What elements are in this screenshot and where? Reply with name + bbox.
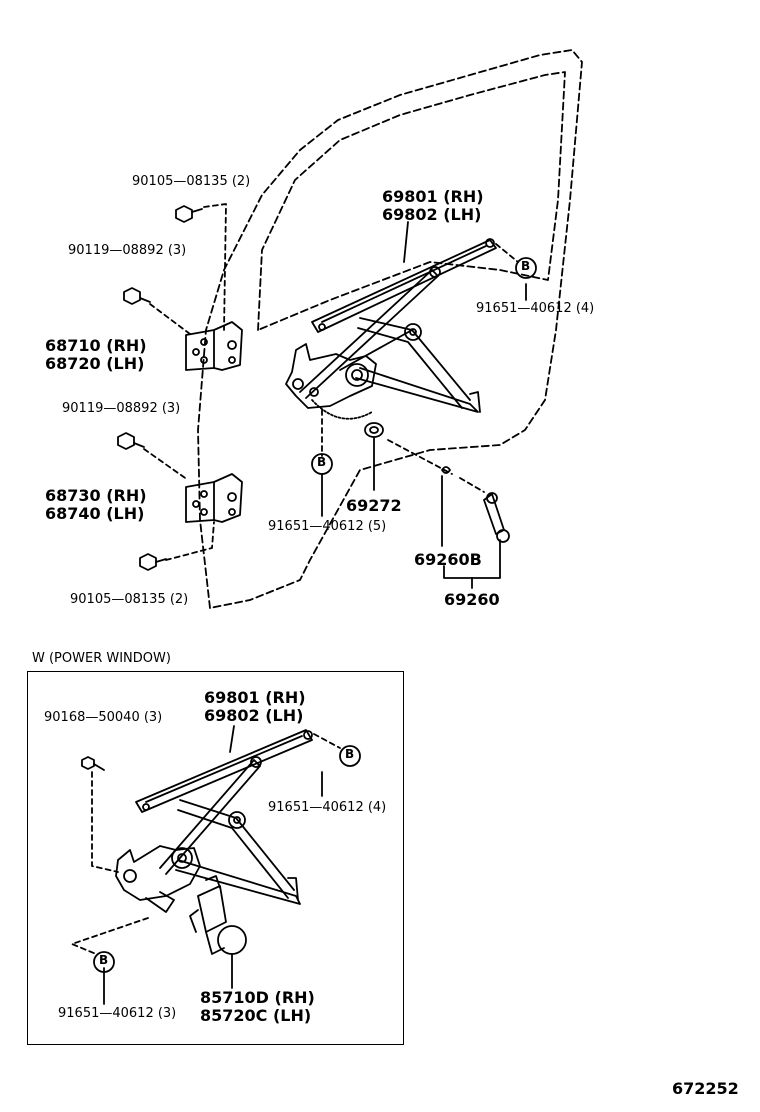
power-regulator [81, 729, 313, 955]
manual-regulator [285, 238, 497, 438]
label-regulator-lh: 69802 (LH) [382, 205, 482, 224]
door-outline [197, 49, 583, 609]
label-handle-sub: 69260B [414, 550, 482, 569]
bolt-icons [117, 205, 203, 571]
label-bolt-lower-hinge: 90119—08892 (3) [62, 401, 181, 416]
callout-b-letter: B [521, 259, 531, 273]
label-handle: 69260 [444, 590, 500, 609]
label-hinge-lower-lh: 68740 (LH) [45, 504, 145, 523]
label-rivet-lower: 91651—40612 (5) [268, 519, 387, 534]
lower-hinge [185, 473, 243, 523]
power-window-frame [27, 671, 404, 1045]
callout-b-letter: B [99, 953, 109, 967]
callout-b-letter: B [345, 747, 355, 761]
upper-hinge [185, 321, 243, 371]
bolt-leader-lines [143, 203, 227, 561]
callout-b-circles [311, 257, 537, 475]
label-pw-screw: 90168—50040 (3) [44, 710, 163, 725]
label-bolt-top: 90105—08135 (2) [132, 174, 251, 189]
window-handle [441, 466, 510, 543]
power-leader-lines [103, 725, 323, 1005]
label-hinge-lower-rh: 68730 (RH) [45, 486, 147, 505]
label-regulator-rh: 69801 (RH) [382, 187, 484, 206]
label-hinge-upper-rh: 68710 (RH) [45, 336, 147, 355]
regulator-leader-lines [321, 221, 527, 517]
callout-b-letter: B [317, 455, 327, 469]
label-pw-motor-lh: 85720C (LH) [200, 1006, 312, 1025]
label-pw-motor-rh: 85710D (RH) [200, 988, 315, 1007]
handle-leader-lines [441, 475, 501, 589]
label-pw-regulator-rh: 69801 (RH) [204, 688, 306, 707]
power-callout-b-circles [93, 745, 361, 973]
figure-number: 672252 [672, 1079, 739, 1098]
label-rivet-right: 91651—40612 (4) [476, 301, 595, 316]
label-pw-title: W (POWER WINDOW) [32, 651, 171, 666]
power-dashed-lines [71, 733, 341, 955]
label-pw-rivet-right: 91651—40612 (4) [268, 800, 387, 815]
label-washer: 69272 [346, 496, 402, 515]
label-bolt-upper-hinge: 90119—08892 (3) [68, 243, 187, 258]
label-hinge-upper-lh: 68720 (LH) [45, 354, 145, 373]
label-bolt-bottom: 90105—08135 (2) [70, 592, 189, 607]
label-pw-rivet-lower: 91651—40612 (3) [58, 1006, 177, 1021]
label-pw-regulator-lh: 69802 (LH) [204, 706, 304, 725]
regulator-dashed-lines [321, 243, 519, 493]
